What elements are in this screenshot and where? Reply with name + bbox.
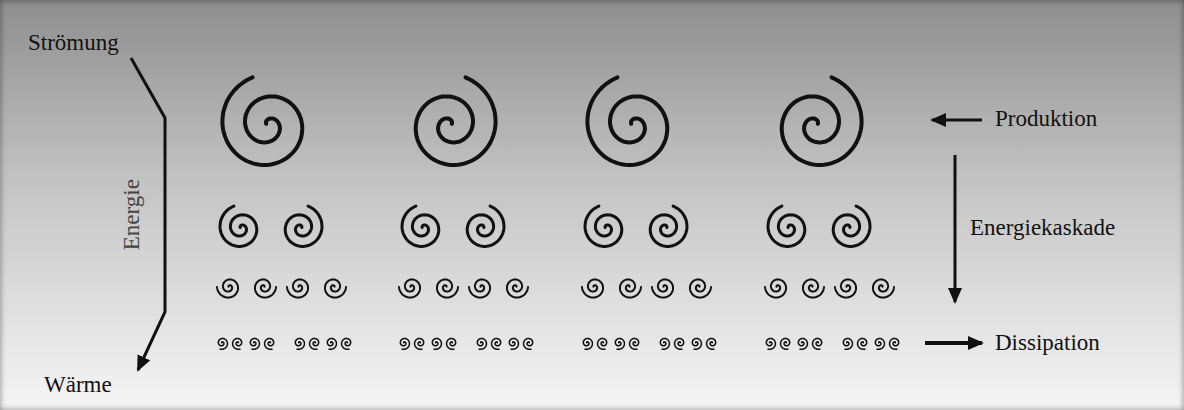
eddy-spiral <box>477 339 486 350</box>
eddy-spiral <box>285 206 322 246</box>
eddy-spiral <box>692 339 701 350</box>
eddy-spiral <box>803 279 824 297</box>
eddy-spiral <box>310 339 319 350</box>
eddy-spiral <box>833 206 870 246</box>
dissipation-label: Dissipation <box>995 330 1100 355</box>
eddy-spiral <box>813 339 822 350</box>
flow-label: Strömung <box>28 30 119 55</box>
eddy-spiral <box>675 339 684 350</box>
eddy-spiral <box>690 279 711 297</box>
eddy-spiral <box>222 77 302 164</box>
eddy-spiral <box>660 339 669 350</box>
eddy-spiral <box>287 279 308 297</box>
eddy-spiral <box>890 339 899 350</box>
production-label: Produktion <box>995 106 1097 131</box>
eddy-spiral <box>768 206 805 246</box>
eddy-spiral <box>873 279 894 297</box>
heat-label: Wärme <box>44 372 112 397</box>
eddy-spiral <box>402 206 439 246</box>
eddy-spiral <box>217 279 238 297</box>
eddy-spiral <box>524 339 533 350</box>
eddy-spiral <box>509 339 518 350</box>
production-arrow <box>932 119 982 122</box>
eddy-spiral <box>416 77 496 164</box>
eddy-spiral <box>218 339 227 350</box>
eddy-spiral <box>255 279 276 297</box>
eddy-spiral <box>782 77 862 164</box>
cascade-label: Energiekaskade <box>970 215 1115 240</box>
eddy-spiral <box>598 339 607 350</box>
eddy-spiral <box>327 339 336 350</box>
eddy-spiral <box>858 339 867 350</box>
eddy-spiral <box>583 339 592 350</box>
eddy-spiral <box>432 339 441 350</box>
dissipation-arrow <box>925 341 982 345</box>
eddy-group <box>217 77 899 349</box>
eddy-spiral <box>620 279 641 297</box>
eddy-spiral <box>765 279 786 297</box>
eddy-spiral <box>615 339 624 350</box>
eddy-spiral <box>250 339 259 350</box>
eddy-spiral <box>707 339 716 350</box>
eddy-spiral <box>265 339 274 350</box>
eddy-spiral <box>415 339 424 350</box>
eddy-spiral <box>492 339 501 350</box>
cascade-arrow <box>954 155 957 302</box>
eddy-spiral <box>650 206 687 246</box>
eddy-spiral <box>766 339 775 350</box>
eddy-spiral <box>781 339 790 350</box>
energy-axis-label: Energie <box>119 179 144 250</box>
eddy-spiral <box>437 279 458 297</box>
eddy-spiral <box>295 339 304 350</box>
eddy-spiral <box>875 339 884 350</box>
eddy-spiral <box>469 279 490 297</box>
eddy-spiral <box>798 339 807 350</box>
eddy-spiral <box>399 279 420 297</box>
eddy-spiral <box>233 339 242 350</box>
eddy-spiral <box>467 206 504 246</box>
eddy-spiral <box>507 279 528 297</box>
eddy-spiral <box>630 339 639 350</box>
eddy-spiral <box>652 279 673 297</box>
eddy-spiral <box>582 279 603 297</box>
eddy-spiral <box>585 206 622 246</box>
eddy-spiral <box>835 279 856 297</box>
eddy-spiral <box>220 206 257 246</box>
eddy-spiral <box>342 339 351 350</box>
eddy-spiral <box>587 77 667 164</box>
eddy-spiral <box>843 339 852 350</box>
eddy-spiral <box>447 339 456 350</box>
eddy-spiral <box>325 279 346 297</box>
eddy-spiral <box>400 339 409 350</box>
